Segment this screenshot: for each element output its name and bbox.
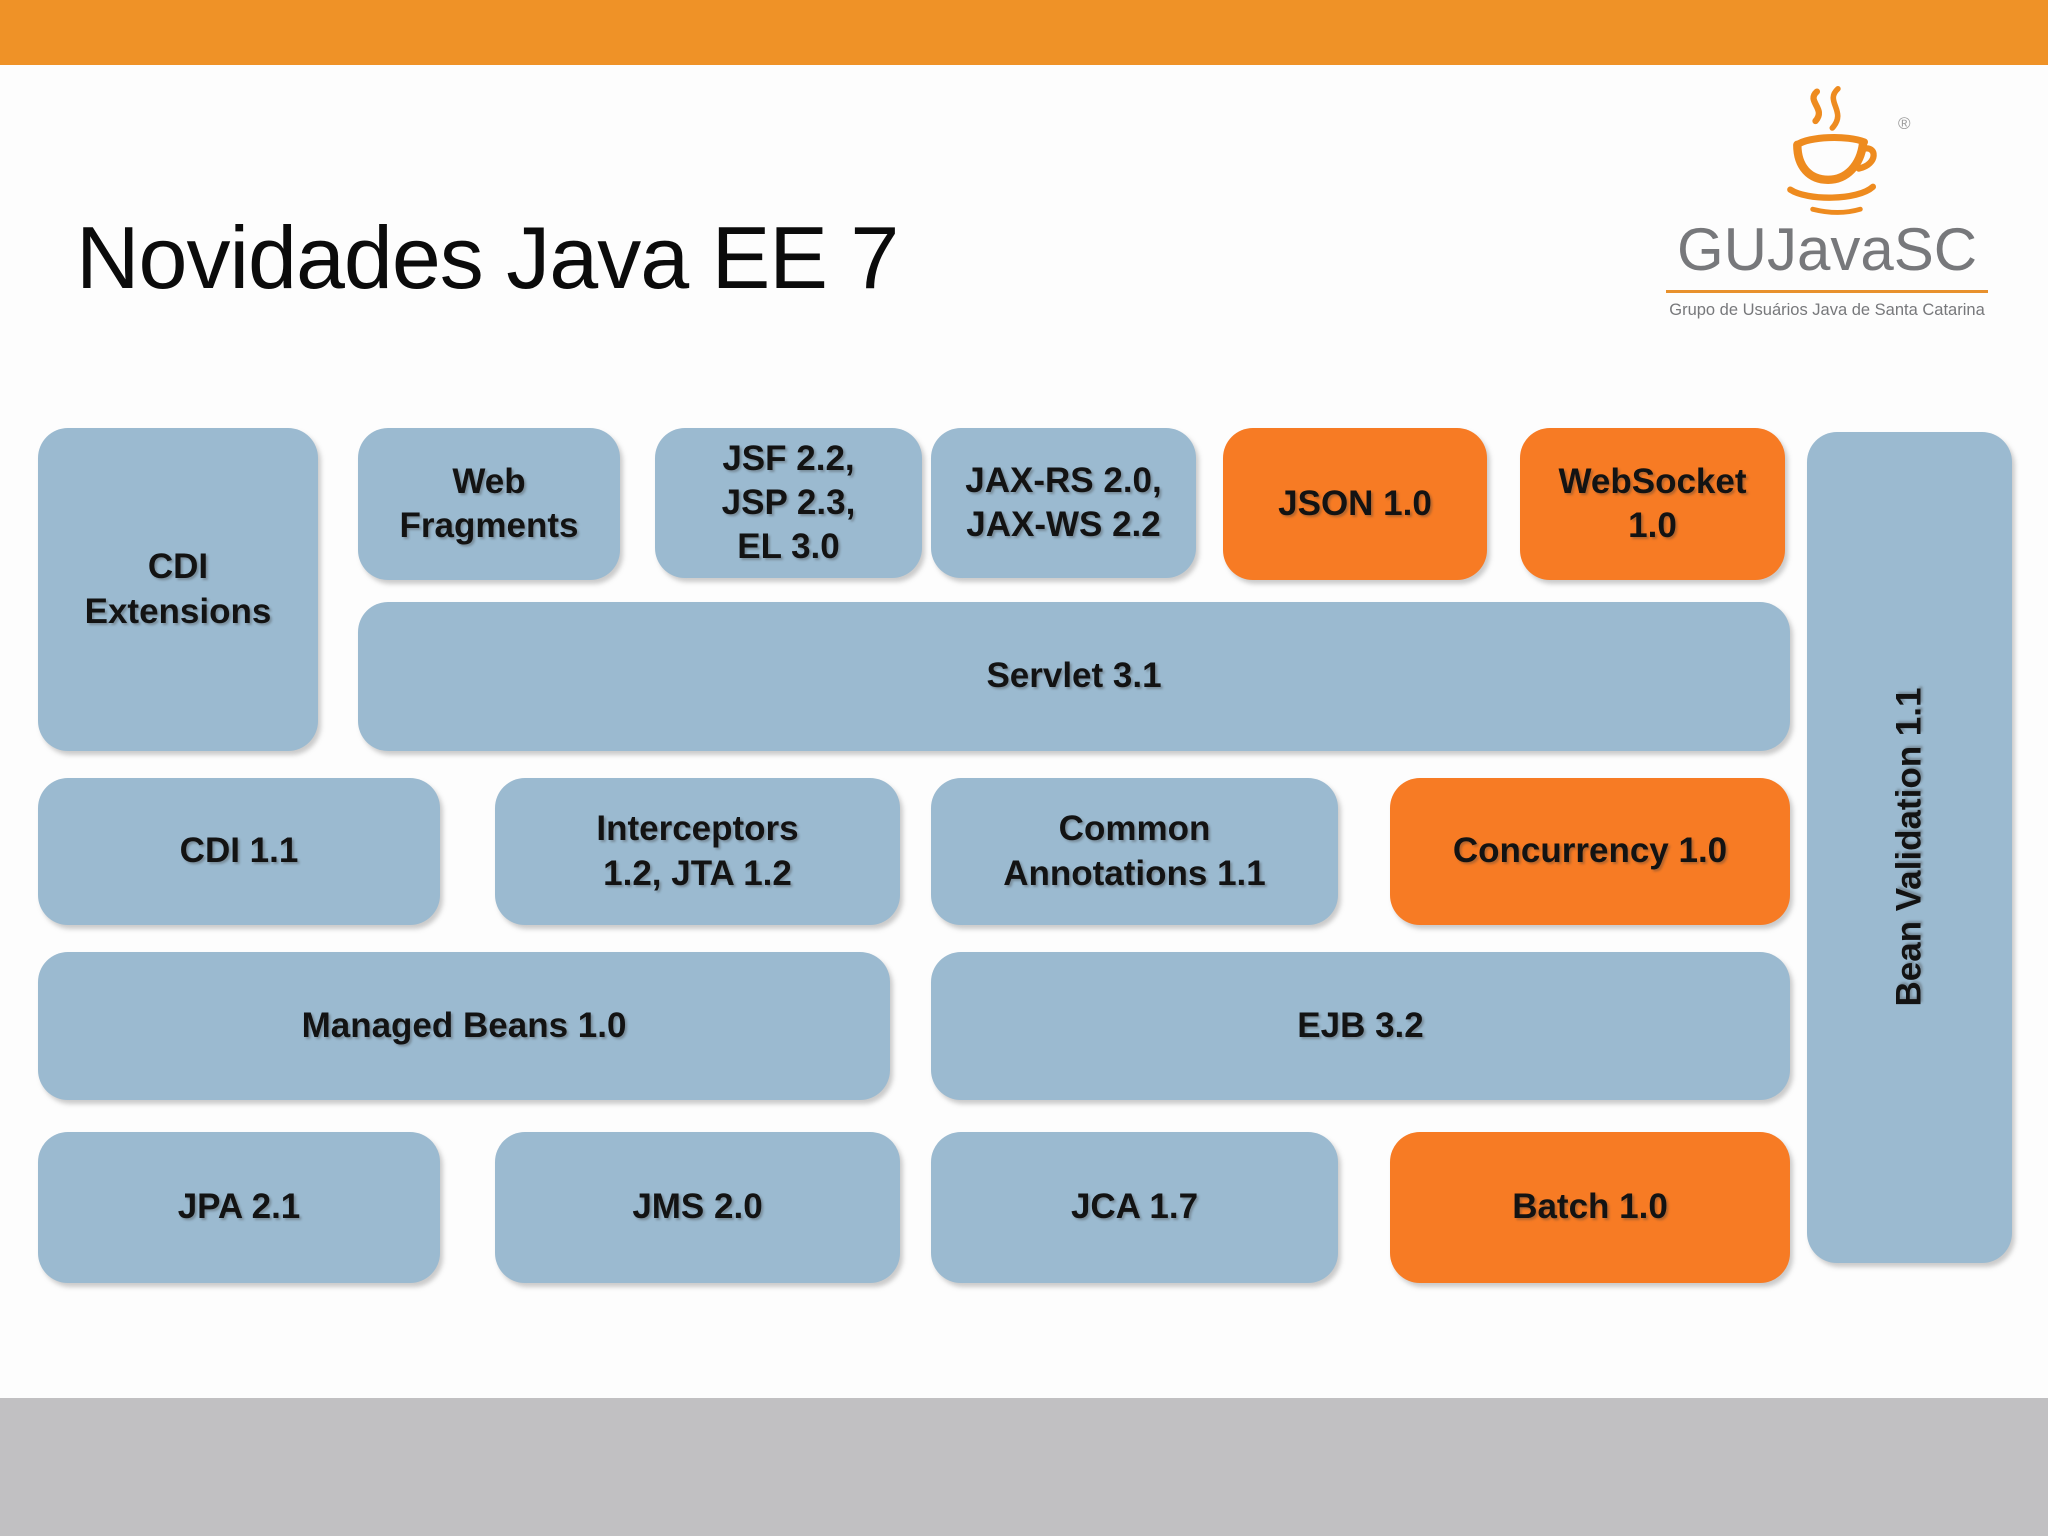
logo-tagline: Grupo de Usuários Java de Santa Catarina: [1669, 301, 1985, 319]
cup-rim: [1793, 134, 1868, 149]
block-jax-rs-jax-ws: JAX-RS 2.0, JAX-WS 2.2: [931, 428, 1196, 578]
block-web-fragments: Web Fragments: [358, 428, 620, 580]
block-jsf-jsp-el: JSF 2.2, JSP 2.3, EL 3.0: [655, 428, 922, 578]
bean-validation-vertical-label: Bean Validation 1.1: [1889, 688, 1929, 1007]
cup-body: [1793, 139, 1868, 185]
block-managed-beans: Managed Beans 1.0: [38, 952, 890, 1100]
registered-trademark-mark: ®: [1898, 114, 1911, 133]
block-batch: Batch 1.0: [1390, 1132, 1790, 1283]
cup-handle: [1855, 145, 1877, 172]
saucer-base: [1810, 206, 1863, 215]
block-common-annotations: Common Annotations 1.1: [931, 778, 1338, 925]
block-jpa: JPA 2.1: [38, 1132, 440, 1283]
saucer: [1787, 183, 1877, 201]
block-cdi-1-1: CDI 1.1: [38, 778, 440, 925]
steam-right: [1829, 86, 1841, 131]
footer-bar: [0, 1398, 2048, 1536]
block-json: JSON 1.0: [1223, 428, 1487, 580]
block-ejb: EJB 3.2: [931, 952, 1790, 1100]
block-interceptors-jta: Interceptors 1.2, JTA 1.2: [495, 778, 900, 925]
page-title: Novidades Java EE 7: [76, 207, 899, 307]
block-concurrency: Concurrency 1.0: [1390, 778, 1790, 925]
steam-left: [1810, 88, 1822, 125]
logo-brand-text: GUJavaSC: [1676, 216, 1978, 283]
block-cdi-extensions: CDI Extensions: [38, 428, 318, 751]
gujavasc-logo: ® GUJavaSC Grupo de Usuários Java de San…: [1662, 80, 1992, 330]
block-jms: JMS 2.0: [495, 1132, 900, 1283]
logo-divider-line: [1666, 290, 1988, 293]
coffee-cup-icon: [1787, 86, 1877, 215]
block-servlet: Servlet 3.1: [358, 602, 1790, 751]
block-bean-validation: Bean Validation 1.1: [1807, 432, 2012, 1263]
block-jca: JCA 1.7: [931, 1132, 1338, 1283]
block-websocket: WebSocket 1.0: [1520, 428, 1785, 580]
top-accent-bar: [0, 0, 2048, 65]
